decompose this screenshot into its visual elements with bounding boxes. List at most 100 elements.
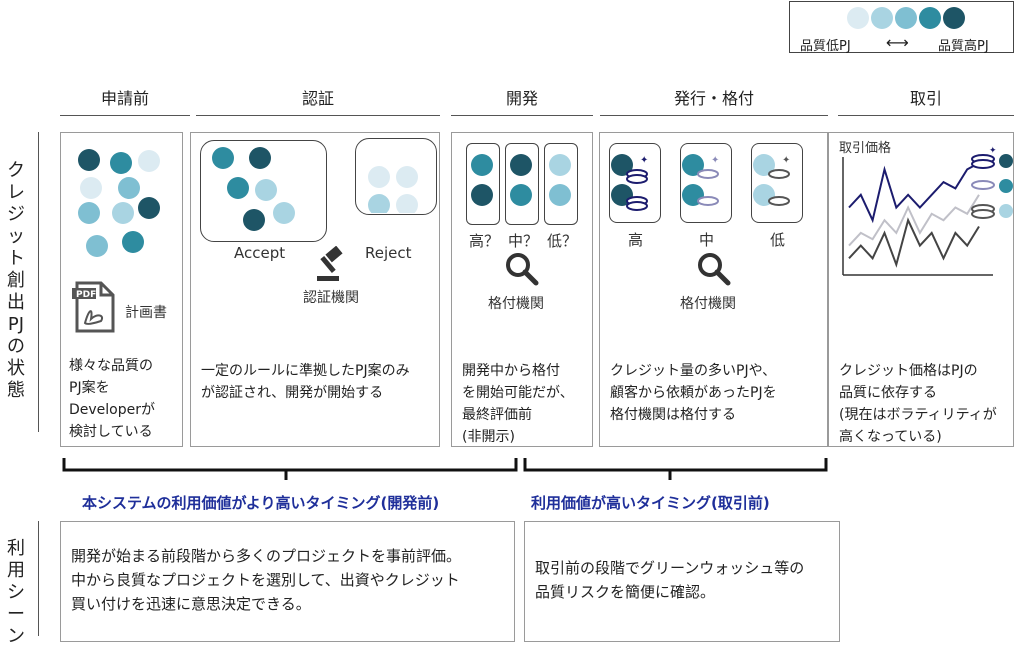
svg-text:✦: ✦	[782, 155, 790, 166]
coin-stack-icon: ✦	[611, 154, 648, 211]
stage-header-issue: 発行・格付	[600, 86, 828, 116]
legend-dot-1	[847, 7, 869, 29]
stage-header-trade: 取引	[838, 86, 1014, 116]
pj-dot	[249, 147, 271, 169]
legend-dots	[847, 7, 965, 29]
dev-agency-label: 格付機関	[488, 296, 544, 312]
scene-left-box: 開発が始まる前段階から多くのプロジェクトを事前評価。 中から良質なプロジェクトを…	[60, 521, 515, 642]
accepted-pj-dots	[212, 147, 295, 231]
dev-box-high	[466, 143, 500, 225]
pj-dot	[396, 194, 418, 213]
stage-header-pre: 申請前	[60, 86, 190, 116]
coin-stack-icon	[971, 179, 1013, 193]
accept-group-box	[200, 140, 327, 242]
legend-dot-3	[895, 7, 917, 29]
scene-right-box: 取引前の段階でグリーンウォッシュ等の 品質リスクを簡便に確認。	[524, 521, 840, 642]
pj-dot	[243, 209, 265, 231]
legend-arrow: ⟷	[886, 33, 909, 52]
svg-text:✦: ✦	[989, 146, 997, 156]
rating-agency-label: 格付機関	[680, 296, 736, 312]
coin-stack-icon: ✦	[682, 154, 719, 206]
gavel-icon	[317, 246, 343, 281]
price-series-line-2	[848, 194, 980, 247]
use-vertical-label: 利用シーン	[7, 538, 25, 647]
pj-dot	[549, 184, 571, 206]
legend-dot-4	[919, 7, 941, 29]
pj-dot	[368, 194, 390, 213]
pre-application-description: 様々な品質の PJ案を Developerが 検討している	[69, 358, 156, 440]
quality-coin-legend: ✦	[971, 146, 1013, 219]
magnifier-icon	[698, 253, 731, 286]
state-vertical-label: クレジット創出PJの状態	[7, 160, 25, 401]
legend-low-label: 品質低PJ	[800, 39, 851, 54]
pj-dot	[78, 149, 100, 171]
right-timing-brace	[523, 458, 828, 480]
pj-dot	[122, 231, 144, 253]
scene-left-text: 開発が始まる前段階から多くのプロジェクトを事前評価。 中から良質なプロジェクトを…	[71, 547, 462, 613]
pj-dot	[118, 177, 140, 199]
dev-q-high: 高？	[469, 232, 500, 250]
magnifier-icon	[506, 253, 539, 286]
dev-q-low: 低？	[547, 232, 578, 250]
pj-dot	[110, 152, 132, 174]
dev-box-low	[544, 143, 578, 225]
pj-dot	[396, 166, 418, 188]
stage-header-cert: 認証	[196, 86, 440, 116]
pj-dot	[138, 150, 160, 172]
pj-dot	[212, 147, 234, 169]
dev-pj-dots	[471, 154, 571, 206]
pj-dot	[80, 177, 102, 199]
svg-text:✦: ✦	[711, 155, 719, 166]
left-timing-brace	[62, 458, 518, 480]
pj-dot	[227, 177, 249, 199]
panel-pre-application: PDF 計画書 様々な品質の PJ案を Developerが 検討している	[60, 132, 183, 447]
rating-low-label: 低	[770, 231, 786, 249]
reject-label: Reject	[365, 244, 412, 262]
development-description: 開発中から格付 を開始可能だが、 最終評価前 (非開示)	[462, 363, 574, 445]
stage-header-dev: 開発	[451, 86, 593, 116]
pj-dot	[368, 166, 390, 188]
rating-box-low	[751, 143, 803, 223]
coin-stack-icon	[971, 204, 1013, 219]
reject-group-box	[355, 138, 437, 215]
quality-legend: 品質低PJ ⟷ 品質高PJ	[789, 1, 1014, 54]
coin-stack-icon: ✦	[971, 146, 1013, 169]
pj-candidates	[78, 149, 160, 257]
cert-agency-label: 認証機関	[303, 290, 359, 306]
rating-box-high	[609, 143, 661, 223]
panel-trading: 取引価格 ✦ クレジット価格はPJの 品質に依存する (現在はボラティリティが …	[828, 132, 1014, 447]
legend-dot-5	[943, 7, 965, 29]
rating-high-label: 高	[628, 231, 644, 249]
panel-development: 高？ 中？ 低？ 格付機関 開発中から格付 を開始可能だが、 最終評価前 (非開…	[451, 132, 593, 447]
pj-dot	[86, 235, 108, 257]
timing-right-label: 利用価値が高いタイミング(取引前)	[531, 494, 770, 512]
dev-q-mid: 中？	[508, 232, 539, 250]
plan-doc-label: 計画書	[125, 305, 167, 321]
panel-certification: Accept Reject 認証機関 一定のルールに準拠したPJ案のみ が認証さ…	[190, 132, 440, 447]
certification-description: 一定のルールに準拠したPJ案のみ が認証され、開発が開始する	[201, 363, 410, 401]
pj-dot	[471, 154, 493, 176]
timing-left-label: 本システムの利用価値がより高いタイミング(開発前)	[82, 494, 440, 512]
timing-braces	[62, 458, 828, 480]
pj-dot	[549, 154, 571, 176]
pj-dot	[78, 202, 100, 224]
pj-dot	[510, 154, 532, 176]
pdf-document-icon	[72, 281, 115, 333]
coin-stack-icon: ✦	[753, 154, 790, 206]
pj-dot	[138, 197, 160, 219]
rejected-pj-dots	[368, 166, 418, 213]
price-line-chart	[842, 157, 993, 276]
pdf-badge-text: PDF	[76, 290, 97, 300]
price-chart-title: 取引価格	[839, 141, 892, 156]
pj-dot	[273, 202, 295, 224]
price-series-line-1	[848, 162, 980, 224]
pj-dot	[471, 184, 493, 206]
trading-description: クレジット価格はPJの 品質に依存する (現在はボラティリティが 高くなっている…	[839, 363, 997, 445]
use-divider	[38, 521, 39, 636]
pj-dot	[510, 184, 532, 206]
dev-box-mid	[505, 143, 539, 225]
rating-mid-label: 中	[699, 231, 715, 249]
pj-dot	[255, 179, 277, 201]
svg-text:✦: ✦	[640, 155, 648, 166]
rating-box-mid	[680, 143, 732, 223]
